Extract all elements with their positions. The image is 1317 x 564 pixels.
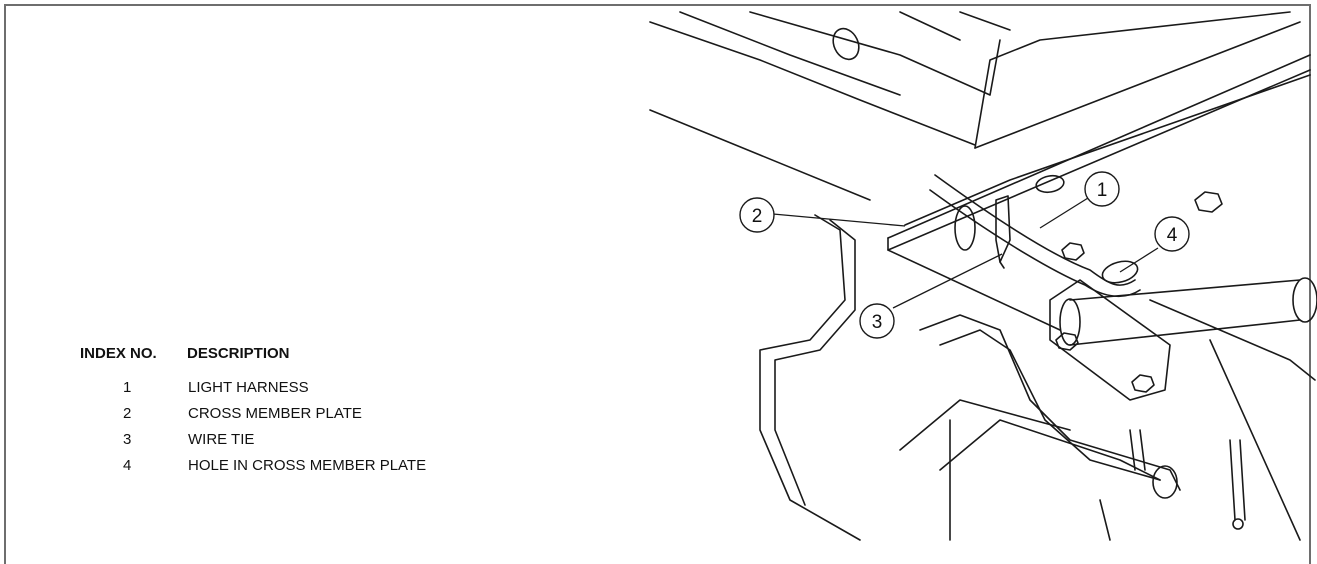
callout-2: 2 (739, 197, 775, 233)
figure-frame (4, 4, 1311, 564)
lower-rod (939, 419, 1161, 481)
callout-3-label: 3 (872, 312, 883, 333)
plate-hole (1035, 174, 1065, 194)
lower-rod (899, 399, 1071, 451)
legend-description: HOLE IN CROSS MEMBER PLATE (188, 457, 427, 474)
bolt-head (1131, 374, 1155, 393)
cross-member-plate-top (904, 74, 1311, 226)
harness-hole (1101, 260, 1139, 284)
round-bar (1069, 319, 1301, 346)
technical-illustration: 1 2 3 4 (649, 11, 1317, 541)
legend-description: LIGHT HARNESS (188, 379, 309, 396)
leader-line-1 (1039, 197, 1089, 229)
bracket-slot (954, 205, 976, 251)
round-bar-end (1059, 298, 1081, 346)
support-leg (1239, 439, 1246, 521)
frame-rail-line (649, 109, 871, 201)
cross-member-plate-edge (887, 54, 1311, 239)
hinge-link (1049, 279, 1171, 401)
wire-tie-tail (999, 261, 1005, 269)
left-bracket (759, 214, 861, 541)
hinge-link (1149, 299, 1316, 381)
bolt-head (1194, 191, 1223, 213)
top-panel-edge (974, 21, 1301, 149)
left-bracket (774, 219, 856, 506)
callout-4: 4 (1154, 216, 1190, 252)
frame-rail-line (959, 11, 1011, 31)
bolt-head (1055, 332, 1079, 351)
frame-rail-line (899, 11, 961, 41)
frame-hole (832, 27, 860, 61)
round-bar-end (1292, 277, 1317, 323)
frame-line (1099, 499, 1111, 541)
frame-rail-line (649, 21, 976, 146)
pin (1129, 429, 1136, 471)
pin (1139, 429, 1146, 471)
callout-1: 1 (1084, 171, 1120, 207)
leader-line-2 (772, 213, 906, 227)
legend-description: CROSS MEMBER PLATE (188, 405, 362, 422)
legend-index: 1 (123, 379, 132, 396)
hinge-link (939, 329, 1161, 481)
legend-index: 3 (123, 431, 132, 448)
legend-header-description: DESCRIPTION (187, 345, 290, 362)
bolt-head (1061, 242, 1085, 261)
callout-2-label: 2 (752, 206, 763, 227)
callout-3: 3 (859, 303, 895, 339)
callout-1-label: 1 (1097, 180, 1108, 201)
hinge-link (919, 314, 1181, 491)
legend-index: 4 (123, 457, 132, 474)
light-harness (934, 174, 1136, 286)
wire-tie (995, 195, 1011, 263)
frame-rail-line (679, 11, 901, 96)
legend-description: WIRE TIE (188, 431, 255, 448)
leader-line-3 (892, 253, 1003, 309)
legend-header-index: INDEX NO. (80, 345, 157, 362)
callout-4-label: 4 (1167, 225, 1178, 246)
top-panel (974, 11, 1291, 149)
support-leg (1229, 439, 1236, 521)
frame-line (1209, 339, 1301, 541)
legend-index: 2 (123, 405, 132, 422)
support-foot (1232, 518, 1244, 530)
frame-rail-line (749, 11, 1001, 96)
cross-member-plate-edge (887, 237, 1061, 331)
round-bar (1069, 279, 1301, 301)
leader-line-4 (1119, 247, 1159, 273)
lower-rod-end (1152, 465, 1178, 499)
